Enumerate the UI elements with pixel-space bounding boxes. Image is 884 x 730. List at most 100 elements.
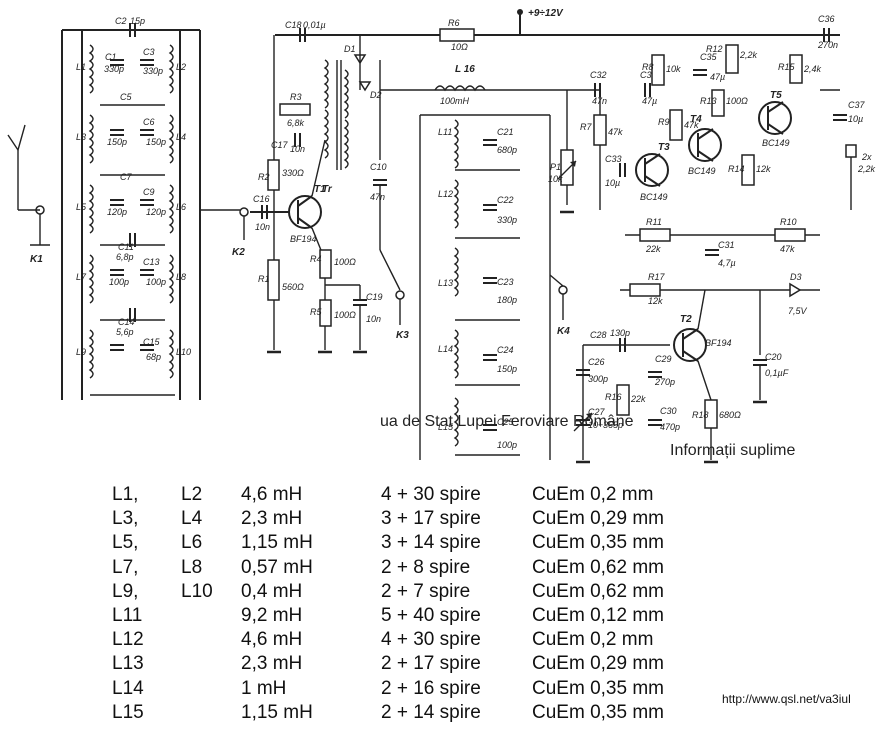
t5-type: BC149 bbox=[762, 138, 790, 148]
mixer-stage-t1: C16 10n T1 BF194 R4 100Ω R5 100Ω C19 10n… bbox=[250, 35, 383, 354]
inductance-cell: 0,57 mH bbox=[241, 556, 313, 578]
c27-value: 10÷365p bbox=[588, 420, 623, 430]
t1-label: T1 bbox=[314, 184, 326, 195]
c23-label: C23 bbox=[497, 277, 514, 287]
inductance-cell: 1,15 mH bbox=[241, 701, 313, 723]
coil-name-cell: L5, bbox=[112, 532, 139, 554]
r2-value: 330Ω bbox=[282, 168, 304, 178]
wire-cell: CuEm 0,35 mm bbox=[532, 677, 664, 699]
coil-pair-cell: L2 bbox=[181, 484, 203, 506]
r8-label: R8 bbox=[642, 62, 654, 72]
r10-value: 47k bbox=[780, 244, 795, 254]
c9-value: 120p bbox=[146, 207, 166, 217]
c35-value: 47µ bbox=[710, 72, 725, 82]
c10-label: C10 bbox=[370, 162, 387, 172]
wire-cell: CuEm 0,62 mm bbox=[532, 580, 664, 602]
c14-value: 5,6p bbox=[116, 327, 134, 337]
l10-label: L10 bbox=[176, 347, 191, 357]
l5-label: L5 bbox=[76, 202, 87, 212]
r5-label: R5 bbox=[310, 307, 322, 317]
r13-label: R13 bbox=[700, 96, 717, 106]
inductance-cell: 1,15 mH bbox=[241, 532, 313, 554]
r11-label: R11 bbox=[646, 217, 662, 227]
d2-label: D2 bbox=[370, 90, 382, 100]
coil-name-cell: L9, bbox=[112, 580, 139, 602]
c3-label: C3 bbox=[143, 47, 155, 57]
output-label: 2x bbox=[861, 152, 872, 162]
c30-value: 470p bbox=[660, 422, 680, 432]
r16-label: R16 bbox=[605, 392, 622, 402]
l16-value: 100mH bbox=[440, 96, 470, 106]
band-filter-bank: C2 15p C1 330p C3 330p L1 L2 C5 150p C6 … bbox=[61, 16, 201, 400]
c13-label: C13 bbox=[143, 257, 160, 267]
antenna-input: K1 bbox=[7, 124, 50, 265]
c19-value: 10n bbox=[366, 314, 381, 324]
background-text-1: ua de Stat Lupei Feroviare Române bbox=[380, 413, 634, 430]
c29-label: C29 bbox=[655, 354, 672, 364]
c25-value: 100p bbox=[497, 440, 517, 450]
turns-cell: 3 + 17 spire bbox=[381, 508, 481, 530]
tr-label: Tr bbox=[322, 184, 333, 195]
c15-label: C15 bbox=[143, 337, 161, 347]
c16b-label: C16 bbox=[253, 194, 270, 204]
c25-label: C25 bbox=[497, 417, 515, 427]
c33-value: 10µ bbox=[605, 178, 620, 188]
r4-value: 100Ω bbox=[334, 257, 356, 267]
k2-label: K2 bbox=[232, 247, 245, 258]
r12-label: R12 bbox=[706, 44, 723, 54]
turns-cell: 2 + 17 spire bbox=[381, 653, 481, 675]
inductance-cell: 2,3 mH bbox=[241, 508, 303, 530]
coil-pair-cell: L4 bbox=[181, 508, 203, 530]
c6-label: C6 bbox=[143, 117, 155, 127]
r1-value: 560Ω bbox=[282, 282, 304, 292]
supply-rail: +9÷12V C18 0,01µ R6 10Ω C36 270n bbox=[275, 8, 840, 52]
coil-pair-cell bbox=[181, 677, 241, 701]
c5-value: 150p bbox=[107, 137, 127, 147]
inductance-cell: 4,6 mH bbox=[241, 629, 303, 651]
c26-label: C26 bbox=[588, 357, 605, 367]
c9-label: C9 bbox=[143, 187, 155, 197]
c33-label: C33 bbox=[605, 154, 622, 164]
audio-amplifier: C32 47n C34 47µ P1 10k R7 47k C33 10µ T3… bbox=[548, 44, 876, 268]
inductance-cell: 9,2 mH bbox=[241, 605, 303, 627]
l4-label: L4 bbox=[176, 132, 186, 142]
c3-value: 330p bbox=[143, 66, 163, 76]
r3-value: 6,8k bbox=[287, 118, 305, 128]
c17-label: C17 bbox=[271, 140, 289, 150]
turns-cell: 2 + 16 spire bbox=[381, 677, 481, 699]
switch-k4: K4 bbox=[549, 274, 570, 337]
r1-label: R1 bbox=[258, 274, 270, 284]
l1-label: L1 bbox=[76, 62, 86, 72]
switch-k2: K2 bbox=[200, 207, 249, 258]
coil-pair-cell: L8 bbox=[181, 556, 203, 578]
coil-pair-cell: L10 bbox=[181, 580, 213, 602]
r13-value: 100Ω bbox=[726, 96, 748, 106]
c24-value: 150p bbox=[497, 364, 517, 374]
r11-value: 22k bbox=[645, 244, 661, 254]
c32-label: C32 bbox=[590, 70, 607, 80]
wire-cell: CuEm 0,12 mm bbox=[532, 605, 664, 627]
c36-value: 270n bbox=[817, 40, 838, 50]
r5-value: 100Ω bbox=[334, 310, 356, 320]
c36-label: C36 bbox=[818, 14, 835, 24]
inductor-l16: L 16 100mH bbox=[434, 64, 486, 106]
c20-value: 0,1µF bbox=[765, 368, 789, 378]
r15-label: R15 bbox=[778, 62, 796, 72]
t2-type: BF194 bbox=[705, 338, 732, 348]
r6-value: 10Ω bbox=[451, 42, 468, 52]
c34-label: C34 bbox=[640, 70, 657, 80]
transformer-tr: Tr D1 D2 C10 47n bbox=[322, 35, 600, 250]
r7-label: R7 bbox=[580, 122, 592, 132]
r9-value: 47k bbox=[684, 120, 699, 130]
c29-value: 270p bbox=[654, 377, 675, 387]
p1-label: P1 bbox=[550, 162, 561, 172]
c6-value: 150p bbox=[146, 137, 166, 147]
turns-cell: 3 + 14 spire bbox=[381, 532, 481, 554]
coil-name-cell: L1, bbox=[112, 484, 139, 506]
l16-label: L 16 bbox=[455, 64, 475, 75]
